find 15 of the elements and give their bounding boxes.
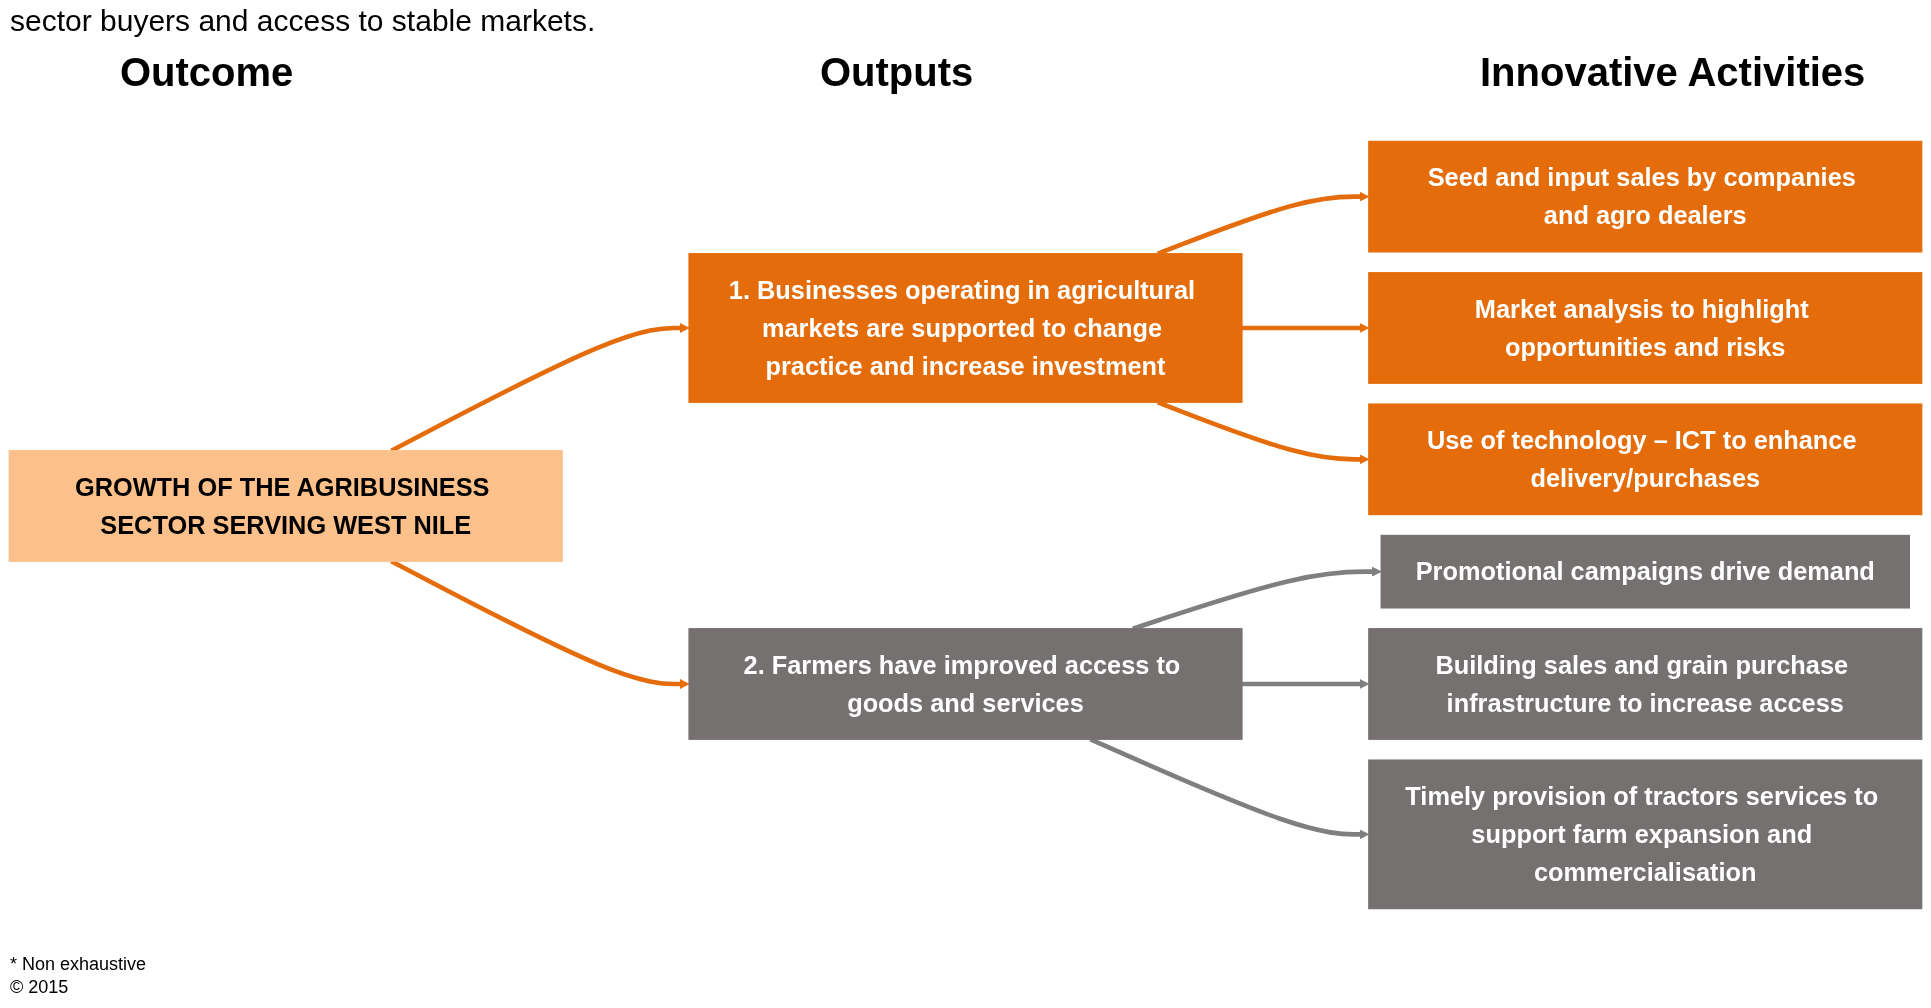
node-box: Building sales and grain purchase infrastructure to increase access (1368, 628, 1923, 740)
footnote: * Non exhaustive (10, 954, 147, 975)
column-heading: Innovative Activities (1480, 50, 1866, 95)
copyright-note: © 2015 (10, 977, 70, 998)
column-heading: Outcome (120, 50, 294, 95)
intro-text: sector buyers and access to stable markets. (10, 4, 596, 37)
node-box: Market analysis to highlight opportunities and risks (1368, 272, 1923, 384)
node-box: 2. Farmers have improved access to goods and services (688, 628, 1243, 740)
node-box: 1. Businesses operating in agricultural markets are supported to change practice and increase investment (688, 253, 1243, 403)
node-box: GROWTH OF THE AGRIBUSINESS SECTOR SERVING WEST NILE (8, 450, 563, 562)
column-heading: Outputs (820, 50, 974, 95)
node-box: Seed and input sales by companies and agro dealers (1368, 140, 1923, 253)
node-box: Use of technology – ICT to enhance delivery/purchases (1368, 403, 1923, 516)
node-box: Timely provision of tractors services to support farm expansion and commercialisation (1368, 759, 1923, 910)
node-box: Promotional campaigns drive demand (1380, 534, 1910, 609)
